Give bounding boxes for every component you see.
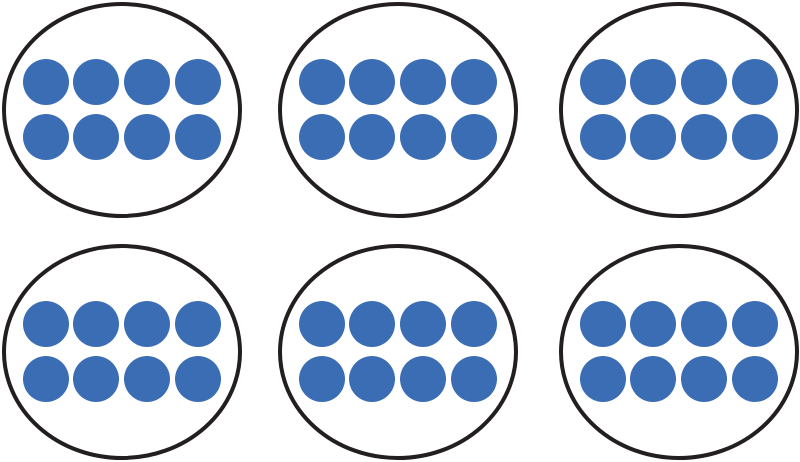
dot — [299, 301, 345, 347]
dot — [732, 356, 778, 402]
dot — [23, 114, 69, 160]
dot — [681, 301, 727, 347]
group-oval — [559, 2, 799, 218]
dot — [349, 59, 395, 105]
dot — [681, 59, 727, 105]
dot — [73, 356, 119, 402]
group-6 — [559, 244, 799, 460]
dot — [23, 59, 69, 105]
dot — [349, 114, 395, 160]
group-3 — [559, 2, 799, 218]
dot — [732, 114, 778, 160]
dot — [73, 59, 119, 105]
dot — [349, 301, 395, 347]
dot — [124, 356, 170, 402]
dot — [681, 114, 727, 160]
dot — [124, 59, 170, 105]
dot — [451, 301, 497, 347]
dot — [580, 301, 626, 347]
group-oval — [559, 244, 799, 460]
dot — [400, 59, 446, 105]
dot — [681, 356, 727, 402]
group-oval — [2, 2, 242, 218]
dot — [630, 301, 676, 347]
dot — [349, 356, 395, 402]
dot — [630, 356, 676, 402]
dot — [73, 301, 119, 347]
group-oval — [278, 244, 518, 460]
dot — [732, 59, 778, 105]
dot — [299, 59, 345, 105]
dot — [580, 114, 626, 160]
dot — [175, 59, 221, 105]
group-5 — [278, 244, 518, 460]
dot — [451, 114, 497, 160]
dot — [630, 114, 676, 160]
dot — [732, 301, 778, 347]
dot — [451, 59, 497, 105]
group-oval — [2, 244, 242, 460]
dot — [580, 59, 626, 105]
dot — [124, 114, 170, 160]
dot — [299, 114, 345, 160]
dot — [400, 356, 446, 402]
dot — [175, 114, 221, 160]
dot — [580, 356, 626, 402]
dot — [400, 114, 446, 160]
group-2 — [278, 2, 518, 218]
dot — [124, 301, 170, 347]
group-1 — [2, 2, 242, 218]
group-oval — [278, 2, 518, 218]
dot — [451, 356, 497, 402]
dot — [175, 301, 221, 347]
dot — [23, 356, 69, 402]
dot — [299, 356, 345, 402]
dot — [630, 59, 676, 105]
dot — [73, 114, 119, 160]
dot — [175, 356, 221, 402]
dot — [23, 301, 69, 347]
group-4 — [2, 244, 242, 460]
dot — [400, 301, 446, 347]
